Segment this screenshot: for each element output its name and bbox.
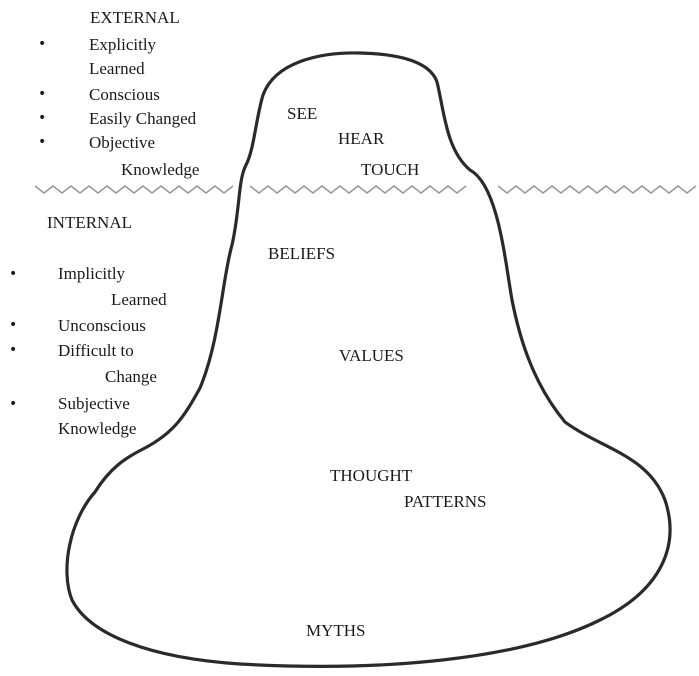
internal-item-4-line1: Subjective [58,394,130,413]
internal-item-3-line2: Change [105,367,157,386]
internal-item-2: Unconscious [58,316,146,335]
internal-bullet: • [9,317,18,333]
iceberg-outline [65,51,672,668]
external-bullet: • [38,110,47,126]
internal-item-1-line1: Implicitly [58,264,126,283]
internal-bullet: • [9,396,18,412]
external-bullet: • [38,134,47,150]
waterline-middle [249,184,467,195]
external-item-3: Easily Changed [89,109,197,128]
label-myths: MYTHS [306,621,366,640]
internal-item-3-line1: Difficult to [58,341,134,360]
waterline-left [34,184,234,195]
waterline-right [497,184,697,195]
internal-item-1-line2: Learned [111,290,167,309]
internal-bullet: • [9,342,18,358]
external-item-1-line1: Explicitly [89,35,157,54]
label-patterns: PATTERNS [404,492,487,511]
label-values: VALUES [339,346,404,365]
internal-heading: INTERNAL [47,213,132,232]
internal-bullet: • [9,266,18,282]
external-bullet: • [38,36,47,52]
external-item-2: Conscious [89,85,160,104]
external-item-4-line2: Knowledge [121,160,200,179]
label-thought: THOUGHT [330,466,413,485]
external-item-1-line2: Learned [89,59,145,78]
label-hear: HEAR [338,129,385,148]
external-item-4-line1: Objective [89,133,156,152]
internal-item-4-line2: Knowledge [58,419,137,438]
external-bullet: • [38,86,47,102]
label-see: SEE [287,104,318,123]
external-heading: EXTERNAL [90,8,180,27]
label-touch: TOUCH [361,160,420,179]
label-beliefs: BELIEFS [268,244,336,263]
